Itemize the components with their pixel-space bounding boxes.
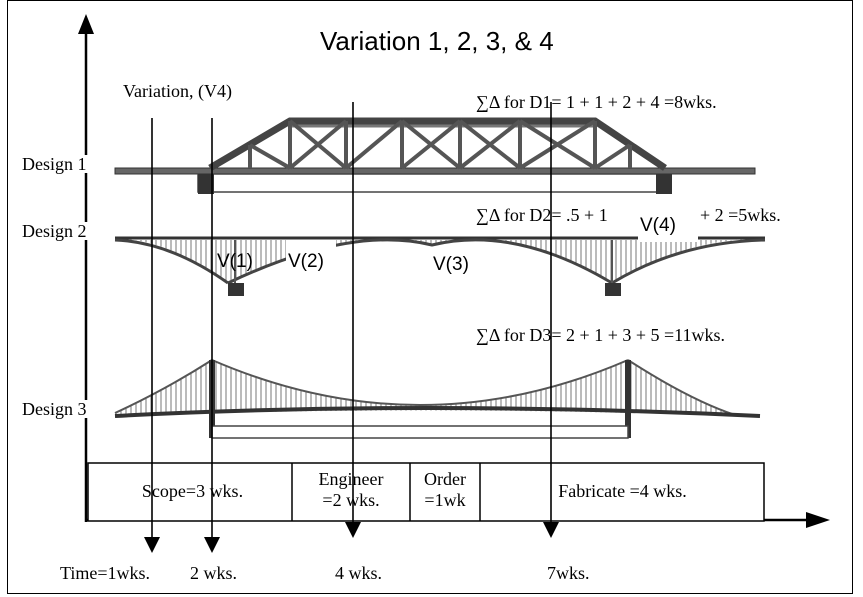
phase-fabricate-label: Fabricate =4 wks. (558, 481, 687, 501)
time-label-2: 2 wks. (190, 563, 238, 583)
time-label-1: Time=1wks. (60, 563, 151, 583)
phase-table (87, 462, 765, 522)
phase-engineer-label: Engineer =2 wks. (318, 469, 384, 510)
time-label-3: 4 wks. (335, 563, 383, 583)
truss-bridge-design-1 (114, 117, 756, 194)
variation-marker-v4: V(4) (640, 215, 676, 236)
design-2-sum-tail: + 2 =5wks. (700, 205, 781, 225)
design-1-label: Design 1 (20, 154, 89, 174)
variation-label: Variation, (V4) (123, 81, 232, 101)
x-axis-arrow (806, 512, 830, 528)
y-axis-arrow (78, 14, 94, 34)
arch-bridge-design-2 (114, 222, 766, 296)
design-2-label: Design 2 (20, 221, 89, 241)
phase-scope-label: Scope=3 wks. (141, 481, 244, 501)
phase-order-label: Order =1wk (424, 469, 466, 510)
variation-marker-v1: V(1) (217, 251, 253, 272)
design-3-sum: ∑Δ for D3= 2 + 1 + 3 + 5 =11wks. (476, 325, 725, 345)
time-label-4: 7wks. (547, 563, 590, 583)
design-3-label: Design 3 (20, 399, 89, 419)
design-2-sum: ∑Δ for D2= .5 + 1 (476, 205, 608, 225)
design-1-sum: ∑Δ for D1= 1 + 1 + 2 + 4 =8wks. (476, 92, 717, 112)
time-arrows (144, 102, 559, 553)
variation-marker-v3: V(3) (433, 254, 469, 275)
variation-marker-v2: V(2) (288, 251, 324, 272)
diagram-title: Variation 1, 2, 3, & 4 (320, 26, 554, 56)
figure-frame (7, 0, 853, 594)
